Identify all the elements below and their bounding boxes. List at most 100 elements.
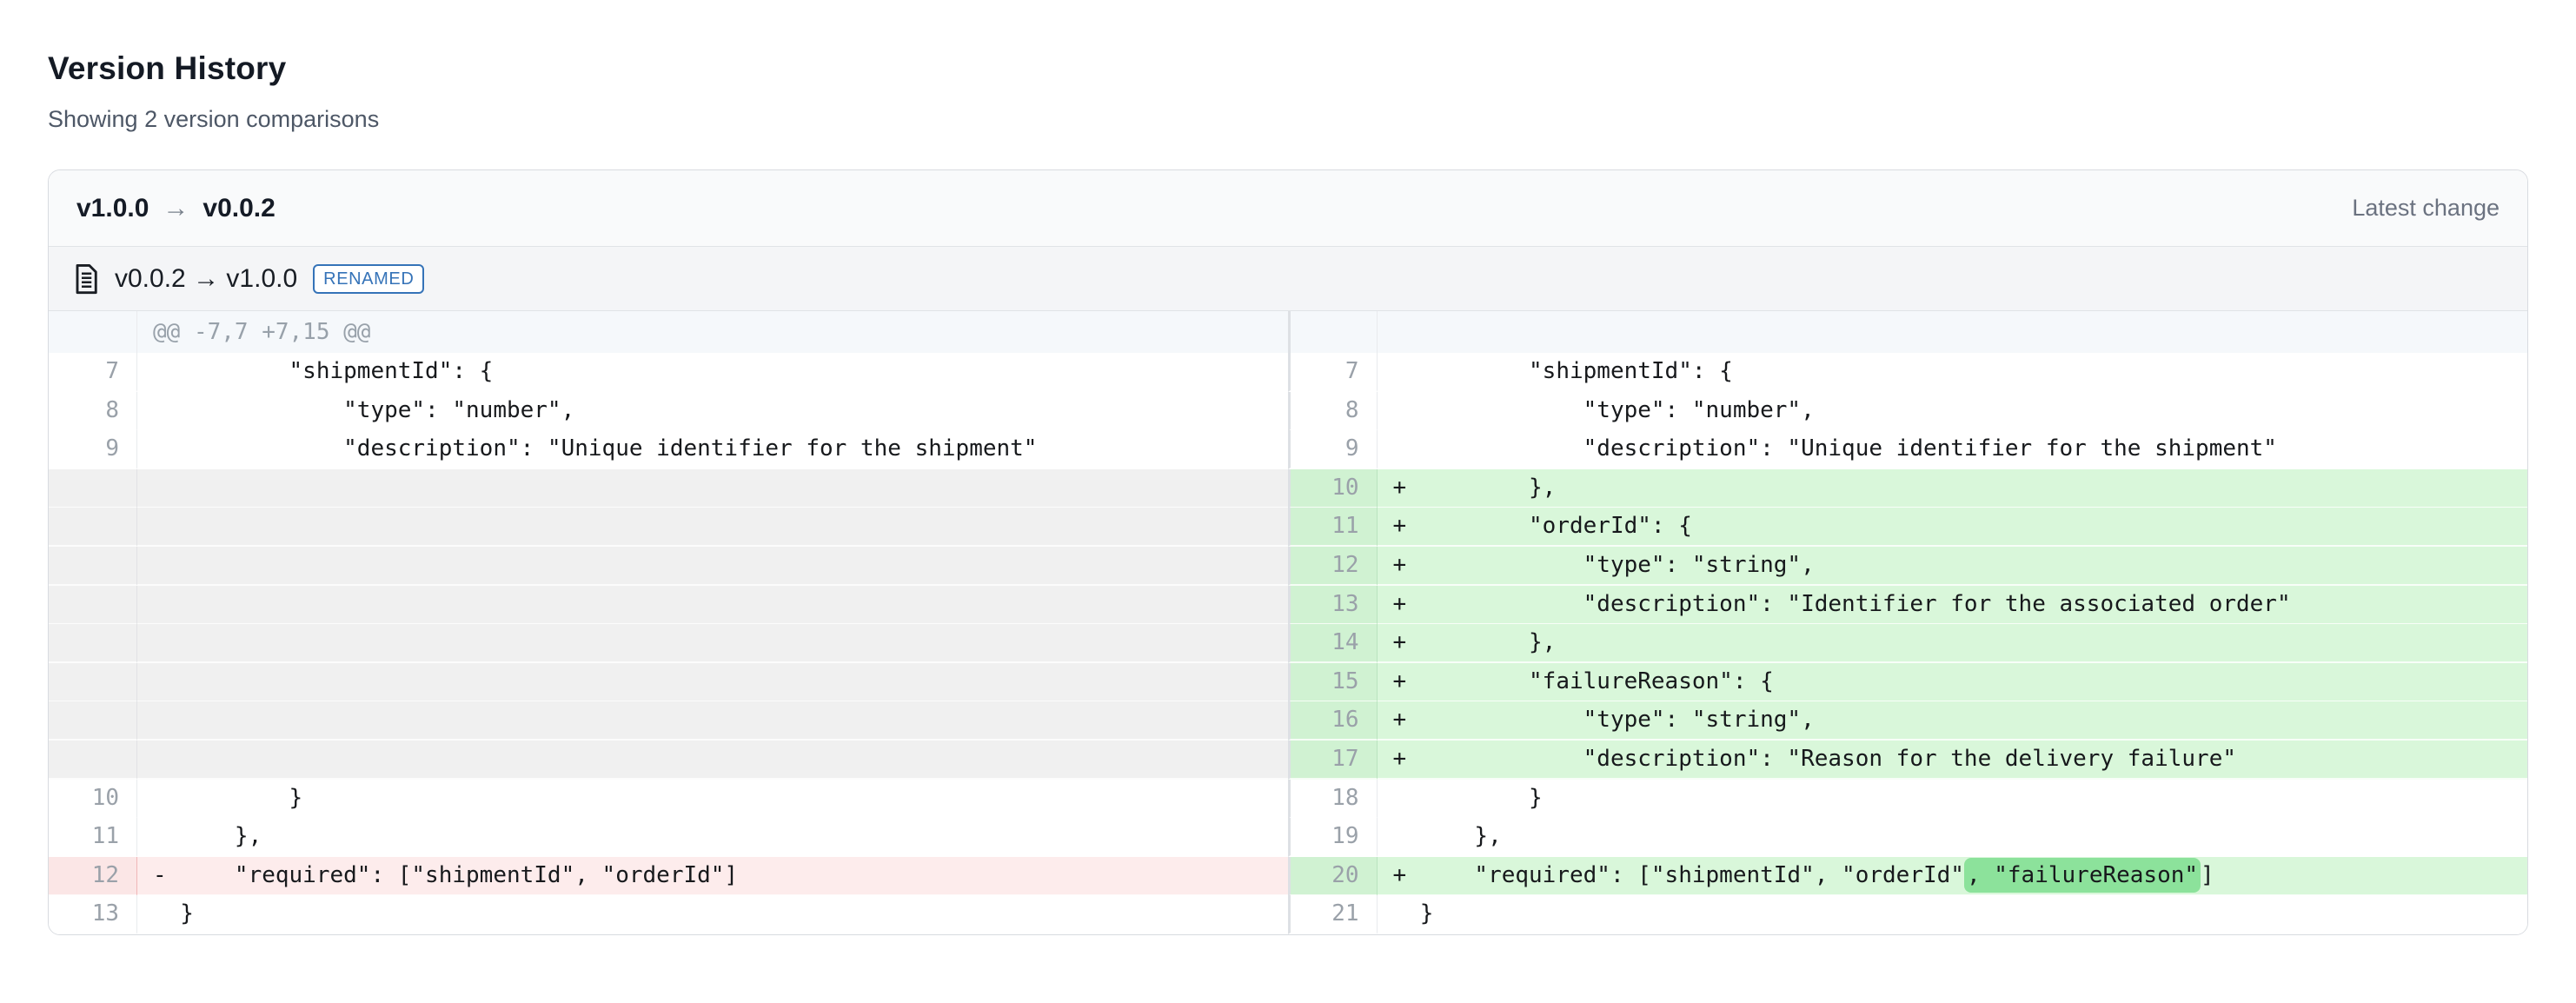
line-number: 13 [1287, 585, 1378, 625]
line-number [49, 662, 137, 702]
comparison-card-header[interactable]: v1.0.0 → v0.0.2 Latest change [49, 170, 2527, 247]
line-code [137, 468, 1288, 508]
diff-marker: + [1392, 629, 1407, 656]
file-text-icon [73, 263, 99, 295]
line-number: 14 [1287, 624, 1378, 664]
line-code: + "orderId": { [1377, 508, 2527, 548]
line-number [49, 740, 137, 780]
line-number [49, 508, 137, 548]
line-code: } [1377, 779, 2527, 819]
diff-marker: + [1392, 590, 1407, 617]
line-code: } [137, 895, 1288, 934]
line-code [137, 662, 1288, 702]
line-number: 19 [1287, 818, 1378, 858]
line-code [137, 624, 1288, 664]
diff-marker: - [153, 861, 167, 888]
file-rename-title: v0.0.2 → v1.0.0 [115, 264, 297, 294]
diff-row: 15+ "failureReason": { [49, 662, 2527, 702]
line-number: 11 [1287, 508, 1378, 548]
line-code [137, 701, 1288, 741]
hunk-header-right [1378, 311, 2528, 353]
diff-marker: + [1392, 668, 1407, 694]
line-number: 16 [1287, 701, 1378, 741]
arrow-icon: → [163, 193, 189, 223]
line-number: 9 [49, 430, 137, 470]
diff-row: 7 "shipmentId": {7 "shipmentId": { [49, 353, 2527, 392]
line-number: 11 [49, 818, 137, 858]
diff-table: @@ -7,7 +7,15 @@ 7 "shipmentId": {7 "shi… [49, 311, 2527, 934]
line-code: "type": "number", [1377, 391, 2527, 431]
line-number: 7 [49, 353, 137, 392]
line-number [49, 468, 137, 508]
hunk-header: @@ -7,7 +7,15 @@ [153, 319, 371, 345]
diff-row: 11 },19 }, [49, 818, 2527, 858]
page-title: Version History [48, 50, 287, 86]
diff-marker [1393, 353, 1420, 390]
version-history-page: Version History Showing 2 version compar… [48, 50, 2528, 935]
diff-marker [153, 895, 180, 933]
line-number: 8 [1287, 391, 1378, 431]
file-header[interactable]: v0.0.2 → v1.0.0 RENAMED [49, 247, 2527, 311]
line-number: 13 [49, 895, 137, 934]
diff-marker: + [1392, 745, 1407, 772]
line-code [137, 740, 1288, 780]
diff-row: 11+ "orderId": { [49, 508, 2527, 548]
diff-marker [153, 392, 180, 429]
diff-marker: + [1392, 474, 1407, 501]
latest-change-label: Latest change [2352, 195, 2500, 221]
line-code [137, 546, 1288, 586]
diff-marker [1393, 818, 1420, 855]
diff-row: 17+ "description": "Reason for the deliv… [49, 740, 2527, 780]
diff-marker: + [1392, 551, 1407, 578]
rename-from-version: v0.0.2 [115, 263, 186, 293]
diff-row: 12+ "type": "string", [49, 546, 2527, 586]
line-code: "shipmentId": { [137, 353, 1288, 392]
page-subtitle: Showing 2 version comparisons [48, 106, 380, 132]
diff-row: 9 "description": "Unique identifier for … [49, 430, 2527, 470]
line-number: 7 [1287, 353, 1378, 392]
line-number: 12 [1287, 546, 1378, 586]
renamed-badge: RENAMED [313, 263, 425, 294]
diff-row: 13+ "description": "Identifier for the a… [49, 585, 2527, 625]
from-version: v1.0.0 [76, 193, 149, 223]
line-number: 21 [1287, 895, 1378, 934]
line-code: + }, [1377, 468, 2527, 508]
diff-marker: + [1392, 861, 1407, 888]
line-number: 10 [49, 779, 137, 819]
diff-marker [1393, 895, 1420, 933]
line-code: "description": "Unique identifier for th… [137, 430, 1288, 470]
diff-body: 7 "shipmentId": {7 "shipmentId": {8 "typ… [49, 353, 2527, 934]
diff-marker: + [1392, 513, 1407, 540]
line-code: } [1377, 895, 2527, 934]
line-code: "shipmentId": { [1377, 353, 2527, 392]
diff-row: 10 }18 } [49, 779, 2527, 819]
diff-row: 13 }21 } [49, 895, 2527, 934]
line-number: 20 [1287, 856, 1378, 896]
line-number [49, 624, 137, 664]
line-code: + "description": "Identifier for the ass… [1377, 585, 2527, 625]
diff-marker [1393, 392, 1420, 429]
line-number: 18 [1287, 779, 1378, 819]
diff-row: 8 "type": "number",8 "type": "number", [49, 391, 2527, 431]
line-number [49, 585, 137, 625]
word-diff-highlight: , "failureReason" [1963, 857, 2201, 893]
diff-marker [1393, 430, 1420, 468]
to-version: v0.0.2 [202, 193, 276, 223]
diff-row: 12- "required": ["shipmentId", "orderId"… [49, 856, 2527, 896]
comparison-card: v1.0.0→v0.0.2 Latest change v0.0.2 → v1.… [48, 169, 2528, 935]
line-code: + "type": "string", [1377, 546, 2527, 586]
line-number: 8 [49, 391, 137, 431]
diff-row: 10+ }, [49, 468, 2527, 508]
line-code: + "failureReason": { [1377, 662, 2527, 702]
line-code: } [137, 779, 1288, 819]
line-number [49, 701, 137, 741]
diff-marker: + [1392, 707, 1407, 734]
line-code [137, 508, 1288, 548]
line-number [49, 546, 137, 586]
hunk-gutter-left [49, 311, 137, 353]
line-number: 10 [1287, 468, 1378, 508]
rename-arrow-icon: → [193, 263, 220, 293]
diff-row: 16+ "type": "string", [49, 701, 2527, 741]
line-number: 17 [1287, 740, 1378, 780]
hunk-gutter-right [1287, 311, 1378, 353]
